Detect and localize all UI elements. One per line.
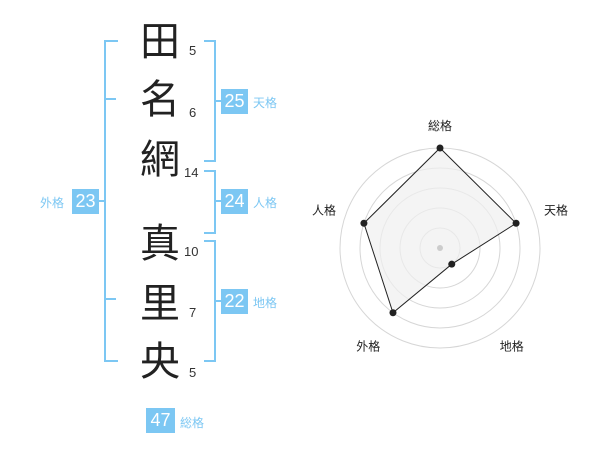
name-char-6: 央 [140,339,180,385]
stroke-count-5: 7 [189,305,197,320]
chikaku-value-badge: 22 [221,289,248,314]
gaikaku-bracket-mid-tick-2 [104,298,116,300]
name-char-2: 名 [140,77,180,123]
radar-point-1 [512,219,520,227]
radar-point-0 [436,144,444,152]
name-char-3: 網 [140,137,180,183]
radar-point-2 [448,260,456,268]
chikaku-connector [214,300,222,302]
soukaku-label: 総格 [180,416,205,430]
tenkaku-value-badge: 25 [221,89,248,114]
gaikaku-bracket [104,40,118,362]
radar-axis-label-1: 天格 [544,202,568,217]
stroke-count-1: 5 [189,43,197,58]
radar-point-3 [389,309,397,317]
gaikaku-connector [98,200,106,202]
stroke-count-2: 6 [189,105,197,120]
radar-axis-label-4: 人格 [312,202,336,217]
name-char-4: 真 [140,221,180,267]
name-char-1: 田 [140,19,180,65]
tenkaku-connector [214,100,222,102]
radar-axis-label-3: 外格 [356,339,380,354]
radar-point-4 [360,219,368,227]
name-char-5: 里 [140,281,180,327]
tenkaku-label: 天格 [253,96,278,110]
stroke-count-6: 5 [189,365,197,380]
stroke-count-3: 14 [184,165,199,180]
radar-axis-label-0: 総格 [428,118,452,133]
jinkaku-connector [214,200,222,202]
jinkaku-value-badge: 24 [221,189,248,214]
radar-axis-label-2: 地格 [500,339,524,354]
chikaku-label: 地格 [253,296,278,310]
radar-value-polygon [363,147,517,314]
jinkaku-label: 人格 [253,196,278,210]
soukaku-value-badge: 47 [146,408,175,433]
jinkaku-bracket [204,170,216,234]
stroke-count-4: 10 [184,244,199,259]
gaikaku-label: 外格 [40,196,65,210]
gaikaku-bracket-mid-tick-1 [104,98,116,100]
gaikaku-value-badge: 23 [72,189,99,214]
radar-center-dot [437,245,443,251]
